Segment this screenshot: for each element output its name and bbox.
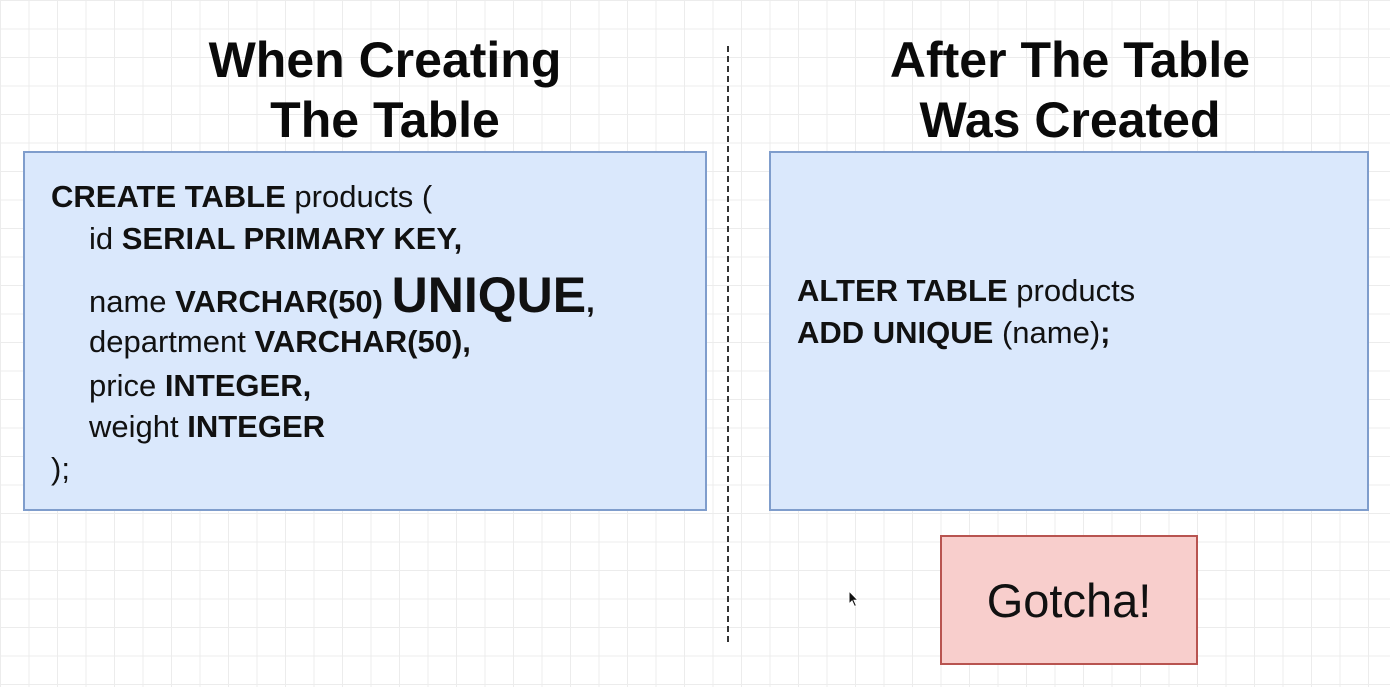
code-line: name VARCHAR(50) UNIQUE, xyxy=(89,270,595,320)
alter-table-code-box: ALTER TABLE products ADD UNIQUE (name); xyxy=(769,151,1369,511)
sql-identifier: ); xyxy=(51,451,70,486)
sql-keyword: ALTER TABLE xyxy=(797,273,1008,308)
sql-keyword: ; xyxy=(1100,315,1111,350)
sql-identifier: price xyxy=(89,368,165,403)
code-line: id SERIAL PRIMARY KEY, xyxy=(89,219,462,259)
sql-keyword: INTEGER, xyxy=(164,368,312,403)
dashed-divider xyxy=(727,46,729,642)
heading-after-created: After The Table Was Created xyxy=(770,30,1370,150)
mouse-pointer-icon xyxy=(848,590,860,608)
heading-right-line-1: After The Table xyxy=(889,32,1251,88)
emphasis-keyword: UNIQUE xyxy=(391,267,587,323)
code-line: ALTER TABLE products xyxy=(797,271,1135,311)
code-line: ADD UNIQUE (name); xyxy=(797,313,1110,353)
sql-keyword: , xyxy=(586,284,595,319)
heading-left-line-2: The Table xyxy=(270,92,500,148)
sql-keyword: VARCHAR(50), xyxy=(254,324,471,359)
sql-keyword: ADD UNIQUE xyxy=(797,315,994,350)
heading-right-line-2: Was Created xyxy=(919,92,1221,148)
sql-keyword: INTEGER xyxy=(187,409,326,444)
gotcha-note: Gotcha! xyxy=(940,535,1198,665)
code-line: weight INTEGER xyxy=(89,407,325,447)
sql-identifier: department xyxy=(89,324,255,359)
code-line: ); xyxy=(51,449,70,489)
sql-identifier: id xyxy=(89,221,122,256)
sql-identifier: name xyxy=(89,284,176,319)
sql-keyword: VARCHAR(50) xyxy=(175,284,392,319)
code-line: CREATE TABLE products ( xyxy=(51,177,432,217)
sql-identifier: (name) xyxy=(993,315,1101,350)
heading-when-creating: When Creating The Table xyxy=(20,30,750,150)
sql-identifier: weight xyxy=(89,409,188,444)
create-table-code-box: CREATE TABLE products ( id SERIAL PRIMAR… xyxy=(23,151,707,511)
heading-left-line-1: When Creating xyxy=(208,32,562,88)
code-line: department VARCHAR(50), xyxy=(89,322,471,362)
sql-identifier: products ( xyxy=(285,179,433,214)
code-line: price INTEGER, xyxy=(89,366,311,406)
sql-identifier: products xyxy=(1007,273,1136,308)
sql-keyword: CREATE TABLE xyxy=(51,179,286,214)
sql-keyword: SERIAL PRIMARY KEY, xyxy=(121,221,463,256)
gotcha-label: Gotcha! xyxy=(986,573,1152,627)
